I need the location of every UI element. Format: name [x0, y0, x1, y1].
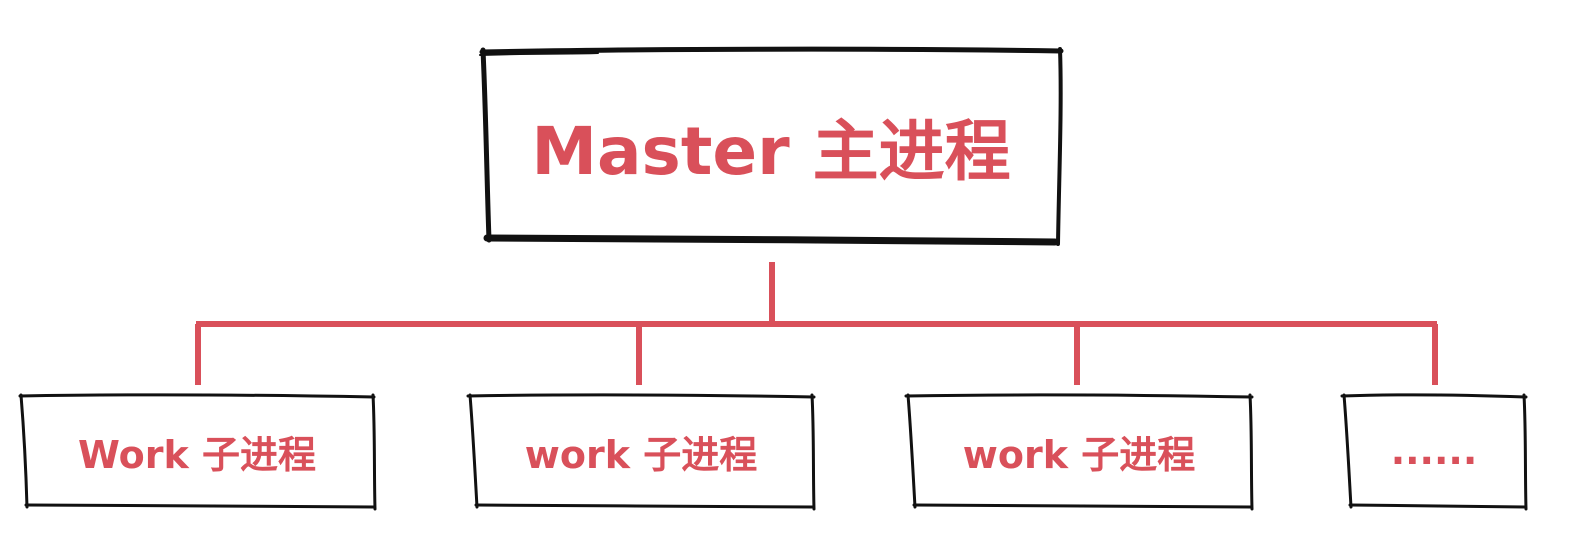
worker-process-box-3: work 子进程 [904, 392, 1254, 511]
worker-label-2: work 子进程 [524, 432, 758, 477]
worker-box-frame-3 [904, 393, 1254, 511]
worker-process-box-more: ...... [1340, 392, 1528, 511]
worker-box-frame-1 [18, 393, 377, 511]
worker-label-3: work 子进程 [962, 432, 1196, 477]
worker-process-box-2: work 子进程 [466, 392, 816, 511]
worker-label-1: Work 子进程 [78, 432, 316, 477]
master-label: Master 主进程 [531, 113, 1011, 190]
worker-process-box-1: Work 子进程 [18, 392, 377, 511]
master-box-frame [479, 46, 1064, 246]
worker-box-frame-2 [466, 393, 816, 511]
worker-box-frame-4 [1340, 393, 1528, 511]
worker-label-more: ...... [1390, 429, 1478, 473]
master-process-box: Master 主进程 [478, 46, 1064, 246]
